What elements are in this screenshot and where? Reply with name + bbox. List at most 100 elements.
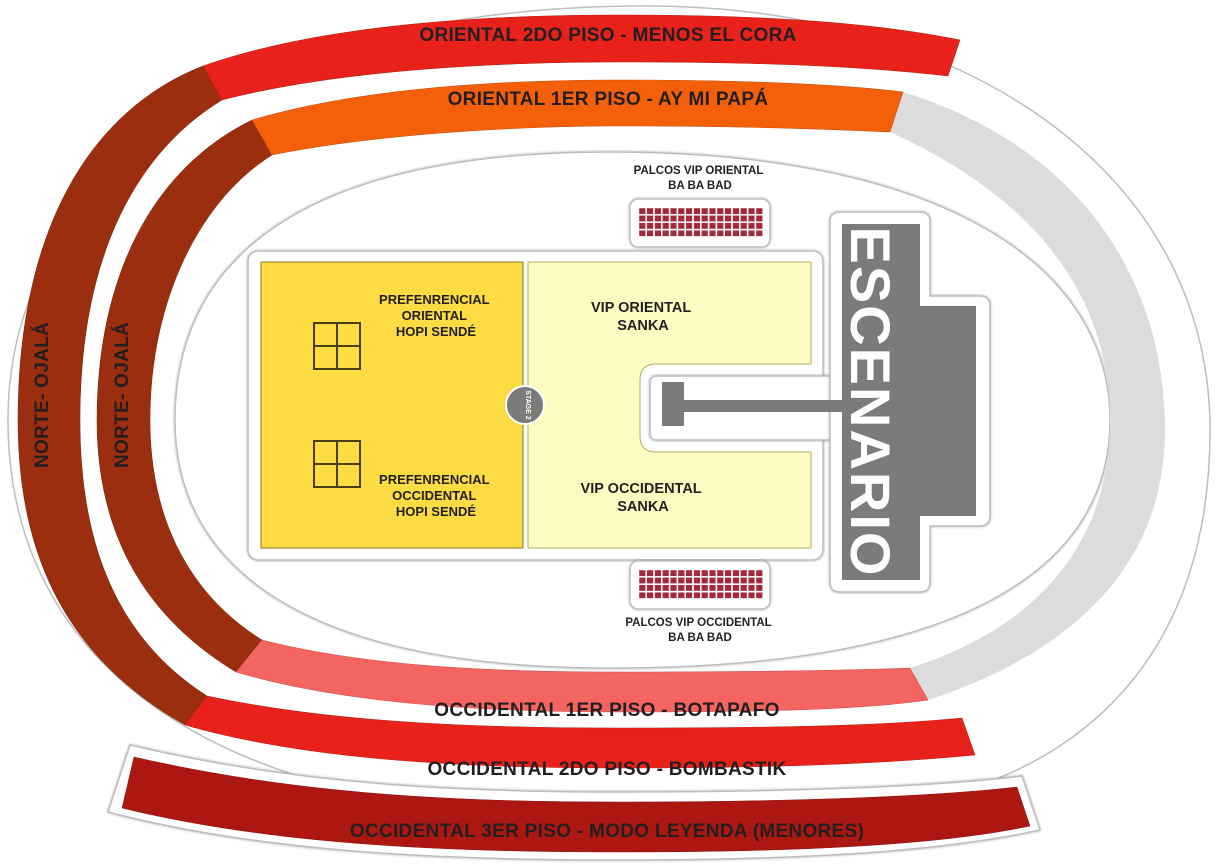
palco-seat[interactable] bbox=[677, 584, 685, 592]
zone-vip[interactable] bbox=[527, 261, 812, 549]
zone-occidental-1er-piso[interactable] bbox=[235, 639, 929, 713]
palco-seat[interactable] bbox=[740, 222, 748, 230]
palco-seat[interactable] bbox=[740, 215, 748, 222]
palco-seat[interactable] bbox=[732, 222, 740, 230]
palco-seat[interactable] bbox=[646, 584, 654, 592]
palco-seat[interactable] bbox=[716, 222, 724, 230]
palco-seat[interactable] bbox=[646, 222, 654, 230]
palco-seat[interactable] bbox=[662, 222, 670, 230]
palco-seat[interactable] bbox=[701, 207, 709, 215]
palco-seat[interactable] bbox=[732, 215, 740, 222]
zone-occidental-3er-piso[interactable] bbox=[121, 756, 1031, 853]
palco-seat[interactable] bbox=[709, 215, 717, 222]
palco-seat[interactable] bbox=[638, 229, 646, 237]
palco-seat[interactable] bbox=[716, 229, 724, 237]
palco-seat[interactable] bbox=[638, 592, 646, 599]
palco-seat[interactable] bbox=[755, 222, 763, 230]
palco-seat[interactable] bbox=[654, 229, 662, 237]
palco-seat[interactable] bbox=[755, 229, 763, 237]
palco-seat[interactable] bbox=[693, 584, 701, 592]
palco-seat[interactable] bbox=[716, 584, 724, 592]
palco-seat[interactable] bbox=[685, 569, 693, 577]
palco-seat[interactable] bbox=[646, 215, 654, 222]
palco-seat[interactable] bbox=[654, 577, 662, 584]
palco-seat[interactable] bbox=[716, 569, 724, 577]
palco-seat[interactable] bbox=[748, 222, 756, 230]
palco-seat[interactable] bbox=[740, 569, 748, 577]
palco-seat[interactable] bbox=[740, 592, 748, 599]
palco-seat[interactable] bbox=[685, 592, 693, 599]
palco-seat[interactable] bbox=[709, 592, 717, 599]
palco-seat[interactable] bbox=[755, 584, 763, 592]
palco-seat[interactable] bbox=[701, 577, 709, 584]
palco-seat[interactable] bbox=[716, 577, 724, 584]
palco-seat[interactable] bbox=[670, 215, 678, 222]
palco-seat[interactable] bbox=[755, 215, 763, 222]
palco-seat[interactable] bbox=[732, 569, 740, 577]
palco-seat[interactable] bbox=[685, 229, 693, 237]
palco-seat[interactable] bbox=[662, 584, 670, 592]
palco-seat[interactable] bbox=[755, 207, 763, 215]
stage-escenario[interactable] bbox=[842, 224, 976, 580]
zone-oriental-1er-piso[interactable] bbox=[251, 79, 904, 156]
palco-seat[interactable] bbox=[716, 207, 724, 215]
palco-seat[interactable] bbox=[716, 215, 724, 222]
palco-seat[interactable] bbox=[709, 569, 717, 577]
palco-seat[interactable] bbox=[662, 229, 670, 237]
palco-seat[interactable] bbox=[709, 229, 717, 237]
palco-seat[interactable] bbox=[701, 584, 709, 592]
palco-seat[interactable] bbox=[670, 229, 678, 237]
palco-seat[interactable] bbox=[685, 584, 693, 592]
palco-seat[interactable] bbox=[670, 569, 678, 577]
palco-seat[interactable] bbox=[654, 584, 662, 592]
palco-seat[interactable] bbox=[716, 592, 724, 599]
palco-seat[interactable] bbox=[748, 584, 756, 592]
palco-seat[interactable] bbox=[732, 229, 740, 237]
palco-seat[interactable] bbox=[638, 207, 646, 215]
palco-seat[interactable] bbox=[693, 592, 701, 599]
palco-seat[interactable] bbox=[646, 592, 654, 599]
palco-seat[interactable] bbox=[709, 584, 717, 592]
palco-seat[interactable] bbox=[677, 229, 685, 237]
palco-seat[interactable] bbox=[677, 592, 685, 599]
palco-seat[interactable] bbox=[677, 222, 685, 230]
palco-seat[interactable] bbox=[748, 229, 756, 237]
stage-2[interactable] bbox=[505, 385, 545, 425]
palco-seat[interactable] bbox=[670, 577, 678, 584]
palco-seat[interactable] bbox=[701, 569, 709, 577]
palco-seat[interactable] bbox=[662, 215, 670, 222]
palco-seat[interactable] bbox=[677, 569, 685, 577]
palco-seat[interactable] bbox=[654, 569, 662, 577]
palco-seat[interactable] bbox=[748, 569, 756, 577]
palco-seat[interactable] bbox=[755, 577, 763, 584]
palco-seat[interactable] bbox=[693, 229, 701, 237]
palco-seat[interactable] bbox=[748, 577, 756, 584]
palco-seat[interactable] bbox=[701, 229, 709, 237]
palco-seat[interactable] bbox=[670, 222, 678, 230]
palco-seat[interactable] bbox=[724, 229, 732, 237]
palco-seat[interactable] bbox=[724, 207, 732, 215]
palco-seat[interactable] bbox=[732, 584, 740, 592]
palco-seat[interactable] bbox=[662, 207, 670, 215]
palco-seat[interactable] bbox=[693, 577, 701, 584]
palco-seat[interactable] bbox=[724, 222, 732, 230]
palco-seat[interactable] bbox=[724, 569, 732, 577]
palco-seat[interactable] bbox=[646, 577, 654, 584]
palco-seat[interactable] bbox=[685, 207, 693, 215]
palco-seat[interactable] bbox=[677, 215, 685, 222]
palco-seat[interactable] bbox=[693, 215, 701, 222]
palco-seat[interactable] bbox=[748, 207, 756, 215]
palco-seat[interactable] bbox=[662, 592, 670, 599]
palco-seat[interactable] bbox=[685, 577, 693, 584]
zone-occidental-2do-piso[interactable] bbox=[184, 695, 976, 769]
palco-seat[interactable] bbox=[654, 215, 662, 222]
palco-seat[interactable] bbox=[693, 222, 701, 230]
palco-seat[interactable] bbox=[638, 577, 646, 584]
palco-seat[interactable] bbox=[732, 207, 740, 215]
palco-seat[interactable] bbox=[740, 577, 748, 584]
palco-seat[interactable] bbox=[638, 215, 646, 222]
palco-seat[interactable] bbox=[709, 577, 717, 584]
palco-seat[interactable] bbox=[670, 584, 678, 592]
palco-seat[interactable] bbox=[701, 215, 709, 222]
palco-seat[interactable] bbox=[709, 222, 717, 230]
